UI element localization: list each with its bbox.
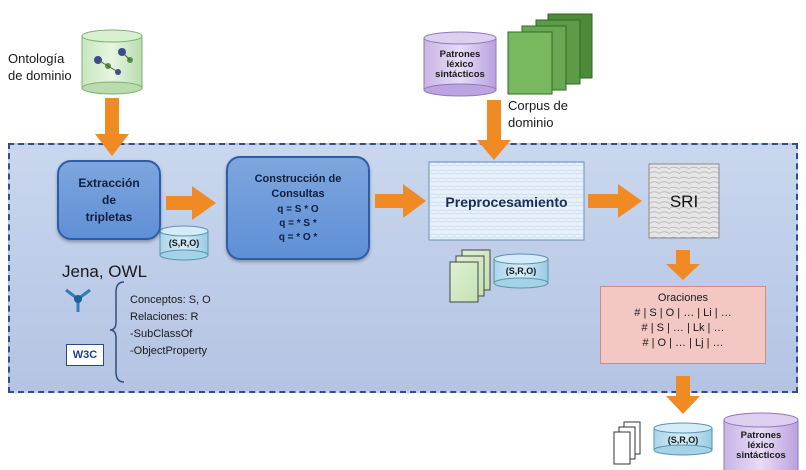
sentences-row1: # | S | O | … | Li | …	[634, 307, 732, 319]
patterns-bottom-label: Patrones léxico sintácticos	[724, 431, 798, 461]
arrow-sri-to-sentences	[666, 250, 700, 280]
patterns-top-line3: sintácticos	[435, 68, 485, 80]
w3c-logo-text: W3C	[72, 349, 98, 361]
arrow-corpus-to-preprocessing	[477, 100, 511, 160]
extraction-line3: tripletas	[85, 209, 133, 224]
arrow-preprocessing-to-sri	[588, 184, 642, 218]
tools-relations: Relaciones: R	[130, 311, 199, 323]
triple-db-cylinder-3	[653, 422, 713, 456]
sentences-title: Oraciones	[657, 292, 709, 304]
query-q3: q = * O *	[278, 232, 318, 243]
patterns-cylinder-top	[423, 31, 497, 97]
tools-concepts: Conceptos: S, O	[130, 294, 211, 306]
corpus-label: Corpus de dominio	[508, 97, 568, 131]
tools-title: Jena, OWL	[62, 262, 148, 281]
ontology-label: Ontología de dominio	[8, 50, 72, 84]
query-q1: q = S * O	[277, 204, 319, 215]
triple-db-label-3: (S,R,O)	[667, 435, 699, 445]
patterns-bottom-line2: léxico	[747, 439, 775, 451]
preprocessing-box-bg	[428, 161, 585, 241]
documents-stack-bottom	[613, 421, 641, 465]
extraction-line1: Extracción	[78, 175, 140, 190]
patterns-bottom-line1: Patrones	[740, 430, 782, 441]
triple-db-label-2: (S,R,O)	[505, 266, 537, 276]
w3c-logo: W3C	[66, 344, 104, 366]
sri-label: SRI	[669, 192, 699, 211]
patterns-bottom-line3: sintácticos	[736, 449, 786, 461]
extraction-line2: de	[101, 192, 116, 207]
tools-description: Conceptos: S, O Relaciones: R -SubClassO…	[130, 292, 211, 360]
patterns-top-label: Patrones léxico sintácticos	[424, 50, 496, 80]
sentences-row2: # | S | … | Lk | …	[641, 322, 725, 334]
corpus-documents	[507, 13, 593, 95]
jena-icon	[65, 288, 91, 312]
arrow-sentences-to-output	[666, 376, 700, 414]
corpus-label-line2: dominio	[508, 115, 554, 130]
query-box: Construcción de Consultas q = S * O q = …	[226, 156, 370, 260]
triple-db-label-1: (S,R,O)	[168, 238, 200, 248]
query-q2: q = * S *	[279, 218, 317, 229]
query-title-line2: Consultas	[271, 188, 325, 200]
sri-box-bg	[648, 163, 720, 239]
arrow-ontology-to-extraction	[95, 98, 129, 156]
sentences-row3: # | O | … | Lj | …	[642, 337, 724, 349]
arrow-query-to-preprocessing	[375, 184, 426, 218]
tools-objprop: -ObjectProperty	[130, 345, 208, 357]
sentences-box: Oraciones # | S | O | … | Li | … # | S |…	[600, 286, 766, 364]
extraction-box: Extracción de tripletas	[57, 160, 161, 240]
documents-stack-middle	[449, 249, 491, 303]
triple-db-cylinder-1	[159, 225, 209, 261]
preprocessing-label: Preprocesamiento	[445, 194, 568, 210]
patterns-top-line2: léxico	[446, 58, 474, 70]
ontology-label-line2: de dominio	[8, 68, 72, 83]
arrow-extraction-to-query	[166, 186, 216, 220]
bracket-shape	[109, 281, 125, 383]
tools-subclass: -SubClassOf	[130, 328, 193, 340]
query-title-line1: Construcción de	[254, 173, 342, 185]
triple-db-cylinder-2	[493, 253, 549, 289]
corpus-label-line1: Corpus de	[508, 98, 568, 113]
patterns-cylinder-bottom	[723, 412, 799, 470]
molecule-icon	[94, 48, 133, 75]
ontology-cylinder	[81, 29, 143, 95]
ontology-label-line1: Ontología	[8, 51, 65, 66]
patterns-top-line1: Patrones	[439, 49, 481, 60]
